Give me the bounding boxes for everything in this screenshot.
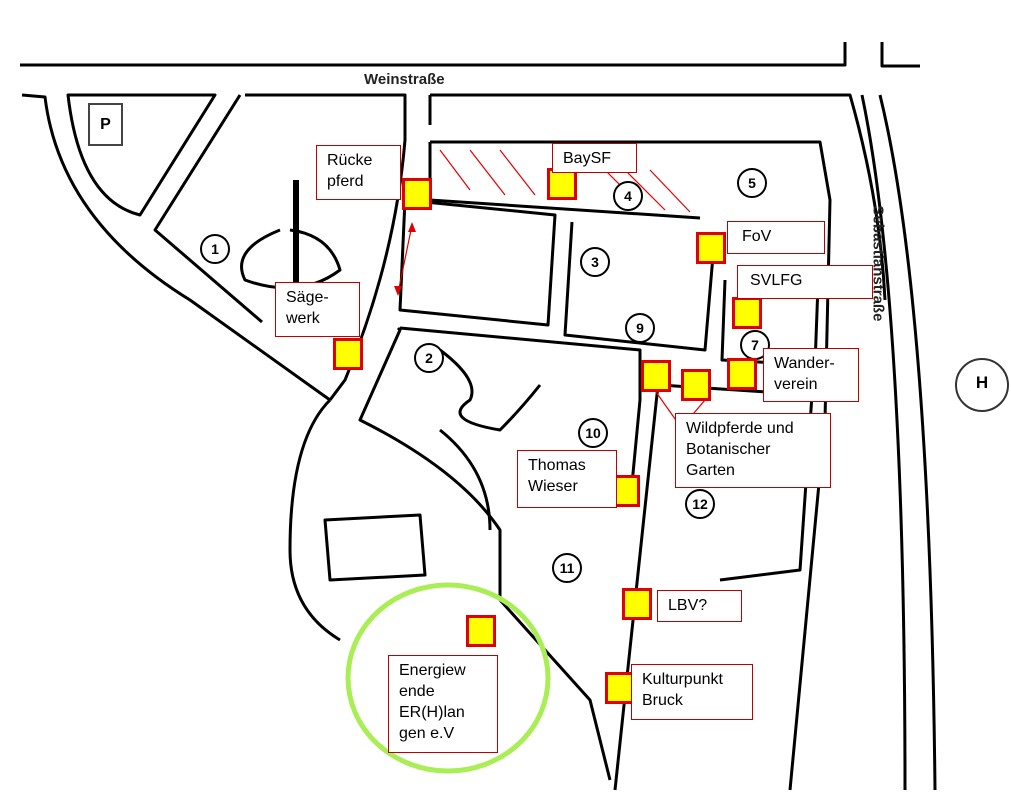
marker-botanischer-garten[interactable] [681, 369, 711, 401]
area-number: 3 [580, 247, 610, 277]
label-energiewende: Energiew ende ER(H)lan gen e.V [388, 655, 498, 753]
highlight-circle [345, 582, 551, 774]
label-rueckepferd: Rücke pferd [316, 145, 401, 200]
marker-wildpferde[interactable] [641, 360, 671, 392]
street-weinstrasse: Weinstraße [364, 71, 445, 88]
marker-baysf[interactable] [547, 168, 577, 200]
road-weinstrasse-north [20, 42, 920, 68]
label-wieser: Thomas Wieser [517, 450, 617, 508]
area-number: 2 [414, 343, 444, 373]
area-number: 10 [578, 418, 608, 448]
marker-wanderverein[interactable] [727, 358, 757, 390]
label-wildpferde: Wildpferde und Botanischer Garten [675, 413, 831, 488]
label-fov: FoV [727, 221, 825, 254]
label-wanderverein: Wander- verein [763, 348, 859, 402]
label-saegewerk: Säge- werk [275, 282, 360, 337]
marker-energiewende[interactable] [466, 615, 496, 647]
bus-stop-sign: H [975, 373, 989, 392]
area-number: 5 [737, 168, 767, 198]
label-svlfg: SVLFG [737, 265, 873, 299]
marker-saegewerk[interactable] [333, 338, 363, 370]
bus-stop-circle [955, 358, 1009, 412]
label-kulturpunkt: Kulturpunkt Bruck [631, 664, 753, 720]
road-weinstrasse-south [21, 93, 331, 402]
area-number: 11 [552, 553, 582, 583]
area-number: 12 [685, 489, 715, 519]
parking-sign: P [88, 103, 123, 146]
area-number: 1 [200, 234, 230, 264]
label-baysf: BaySF [552, 143, 637, 173]
marker-lbv[interactable] [622, 588, 652, 620]
marker-rueckepferd[interactable] [402, 178, 432, 210]
marker-fov[interactable] [696, 232, 726, 264]
street-sebastianstrasse: Sebastianstraße [869, 205, 887, 322]
area-number: 4 [613, 181, 643, 211]
marker-svlfg[interactable] [732, 297, 762, 329]
area-number: 9 [625, 313, 655, 343]
label-lbv: LBV? [657, 590, 742, 622]
